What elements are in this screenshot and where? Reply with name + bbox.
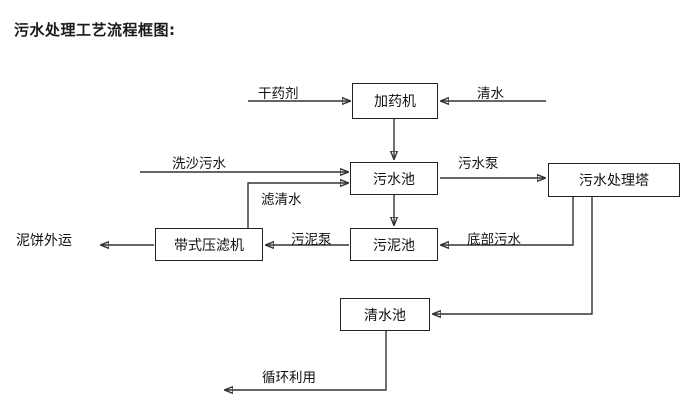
free-label-mud-cake-out: 泥饼外运	[16, 233, 72, 249]
edge-label-dry-chemical: 干药剂	[258, 86, 299, 102]
node-treatment-tower[interactable]: 污水处理塔	[548, 163, 680, 197]
node-sludge-pool[interactable]: 污泥池	[350, 228, 438, 261]
page-title: 污水处理工艺流程框图:	[14, 21, 176, 39]
node-sewage-pool[interactable]: 污水池	[350, 162, 438, 195]
node-clean-water-pool[interactable]: 清水池	[340, 298, 430, 331]
edge-label-clean-water-in: 清水	[477, 86, 504, 102]
edge-label-filtered-water: 滤清水	[261, 192, 302, 208]
node-dosing-machine[interactable]: 加药机	[352, 83, 438, 119]
edge-label-sand-wash-water: 洗沙污水	[172, 156, 226, 172]
edge-label-bottom-sewage: 底部污水	[467, 232, 521, 248]
wire-tower-to-clean-water-pool	[433, 197, 593, 314]
edge-label-sludge-pump: 污泥泵	[291, 232, 332, 248]
node-belt-filter-press[interactable]: 带式压滤机	[155, 228, 263, 261]
edge-label-sewage-pump: 污水泵	[458, 156, 499, 172]
edge-label-recycle-use: 循环利用	[262, 370, 316, 386]
